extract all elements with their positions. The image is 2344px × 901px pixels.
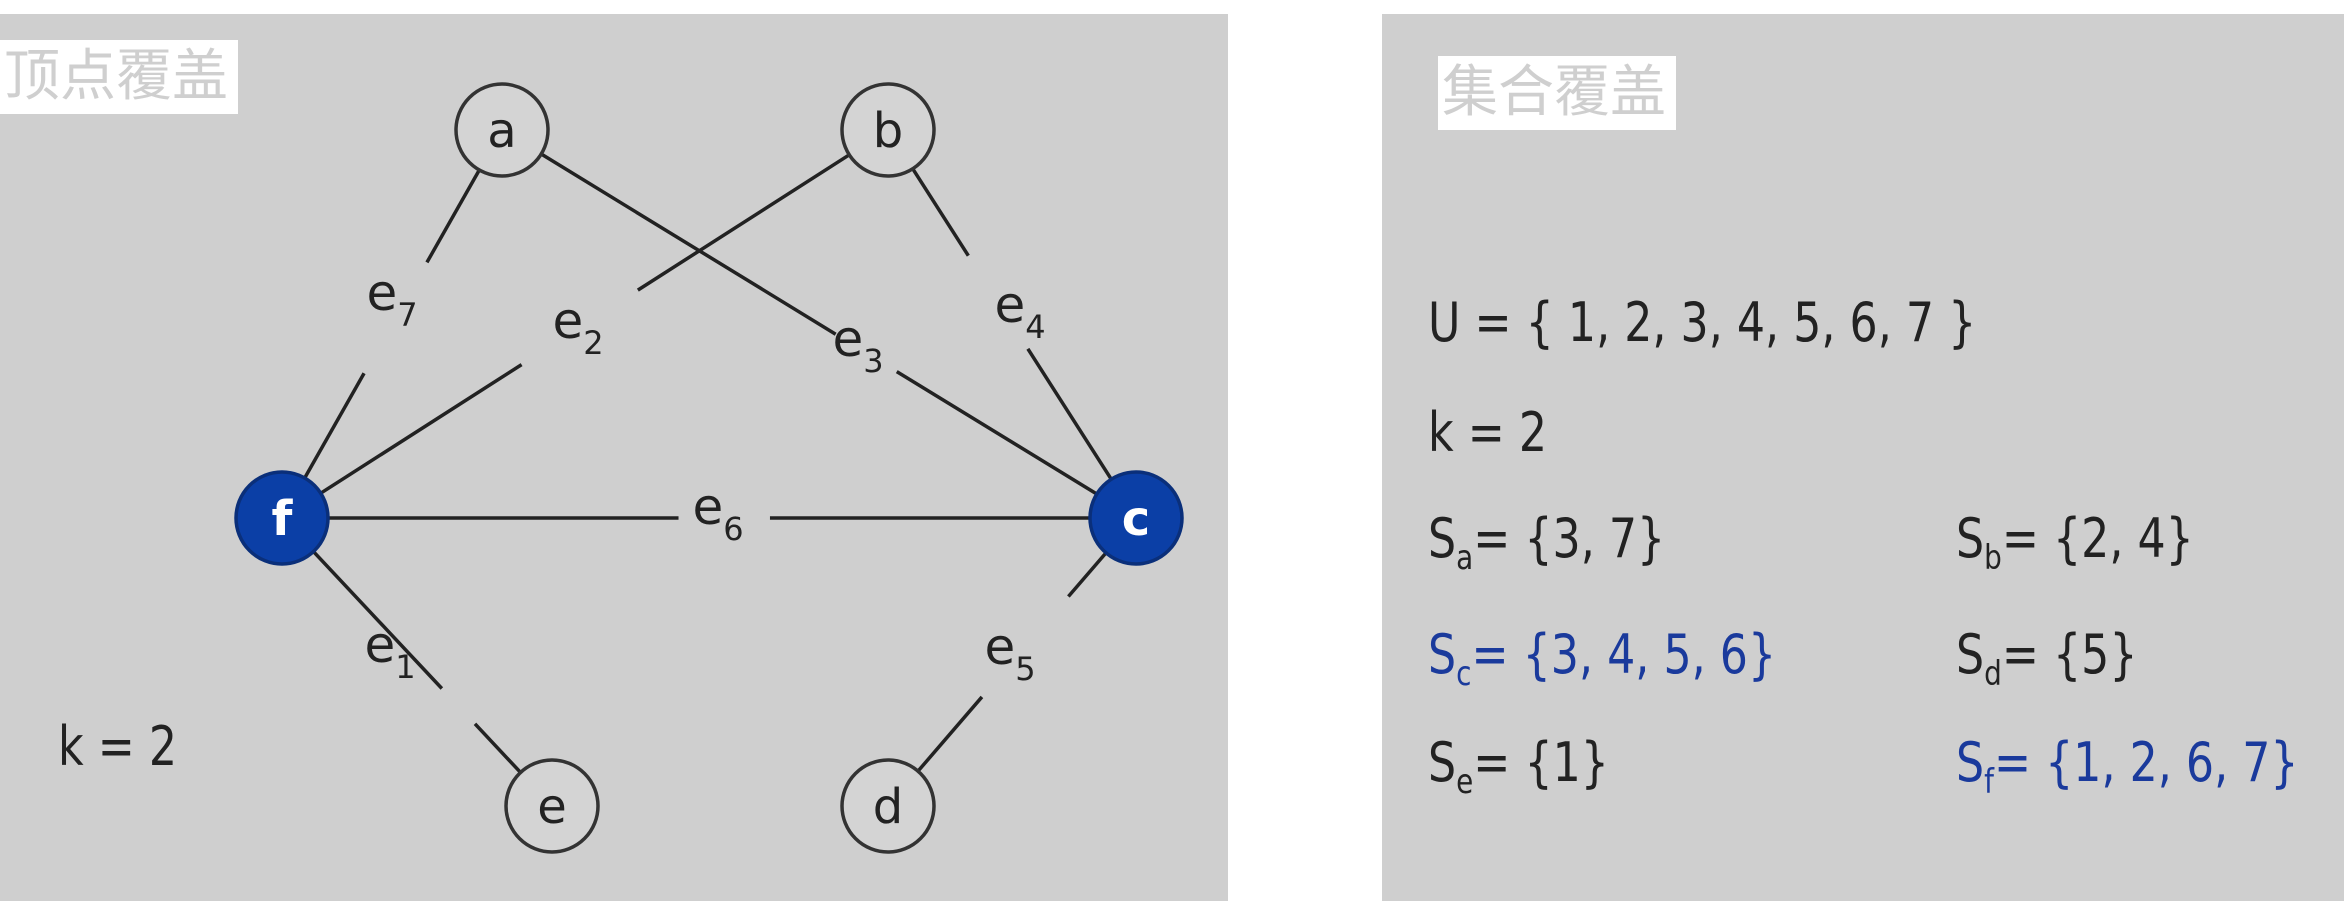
vertex-cover-title: 顶点覆盖 bbox=[0, 40, 238, 114]
edge-e5-segment bbox=[916, 695, 984, 773]
edge-e4-segment bbox=[1026, 347, 1113, 481]
edge-e3-segment bbox=[895, 370, 1098, 496]
vertex-label-c: c bbox=[1122, 491, 1150, 547]
vertex-label-f: f bbox=[272, 491, 294, 547]
edge-e4-segment bbox=[911, 167, 970, 257]
edge-e2-segment bbox=[636, 153, 851, 292]
set-s-b: Sb= {2, 4} bbox=[1956, 507, 2194, 578]
vertex-label-b: b bbox=[873, 103, 903, 159]
edge-label-e4: e4 bbox=[994, 276, 1045, 346]
edge-e3-segment bbox=[540, 152, 837, 336]
edge-label-e3: e3 bbox=[832, 310, 883, 380]
set-s-f: Sf= {1, 2, 6, 7} bbox=[1956, 731, 2299, 802]
edge-label-e2: e2 bbox=[552, 292, 603, 362]
set-s-e: Se= {1} bbox=[1428, 731, 1609, 802]
set-s-c: Sc= {3, 4, 5, 6} bbox=[1428, 623, 1777, 694]
vertex-e bbox=[504, 758, 600, 854]
edge-label-e7: e7 bbox=[366, 264, 417, 334]
vertex-b bbox=[840, 82, 936, 178]
vertex-label-a: a bbox=[487, 103, 516, 159]
vertex-label-d: d bbox=[873, 779, 903, 835]
vertex-label-e: e bbox=[537, 779, 567, 835]
vertex-f bbox=[234, 470, 330, 566]
vertex-a bbox=[454, 82, 550, 178]
edge-e7-segment bbox=[303, 372, 366, 479]
set-s-d: Sd= {5} bbox=[1956, 623, 2138, 694]
edge-label-e1: e1 bbox=[364, 616, 415, 686]
universe-set: U = { 1, 2, 3, 4, 5, 6, 7 } bbox=[1428, 291, 1977, 354]
edge-e7-segment bbox=[425, 169, 481, 264]
edge-label-e5: e5 bbox=[984, 618, 1035, 688]
edge-e1-segment bbox=[473, 722, 522, 774]
set-s-a: Sa= {3, 7} bbox=[1428, 507, 1666, 578]
vertex-cover-k-label: k = 2 bbox=[58, 715, 178, 778]
edge-e1-segment bbox=[312, 550, 444, 690]
edge-e5-segment bbox=[1067, 551, 1108, 598]
vertex-cover-panel bbox=[0, 14, 1228, 901]
set-cover-title: 集合覆盖 bbox=[1438, 56, 1676, 130]
graph-edges: e1 e2 e3 e4 e5 e6 e7 bbox=[303, 152, 1113, 774]
edge-e2-segment bbox=[319, 363, 523, 495]
vertex-c bbox=[1088, 470, 1184, 566]
set-cover-k-label: k = 2 bbox=[1428, 401, 1548, 464]
graph-vertices: a b c d e f bbox=[234, 82, 1184, 854]
edge-label-e6: e6 bbox=[692, 478, 743, 548]
vertex-d bbox=[840, 758, 936, 854]
set-cover-panel bbox=[1382, 14, 2344, 901]
